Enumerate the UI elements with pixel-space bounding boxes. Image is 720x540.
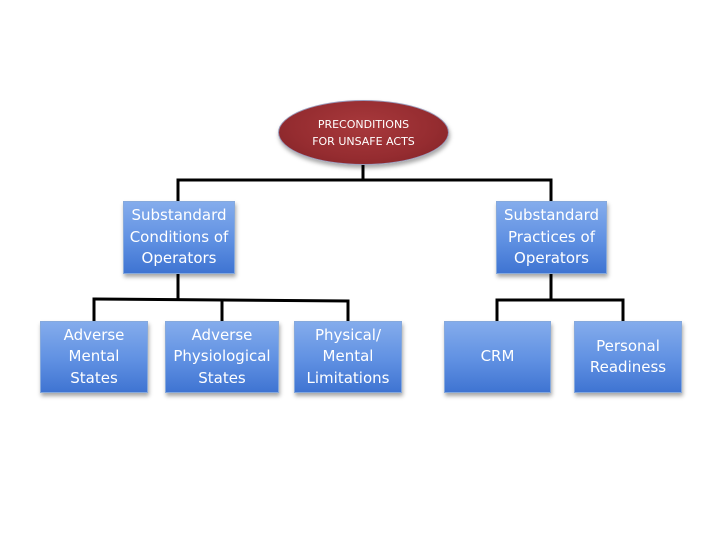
node-substandard-conditions: Substandard Conditions of Operators [123,201,235,274]
node-adverse-mental-states: Adverse Mental States [40,321,148,393]
node-personal-readiness: Personal Readiness [574,321,682,393]
root-node-label: PRECONDITIONS FOR UNSAFE ACTS [312,117,415,148]
node-label: Substandard Conditions of Operators [129,206,229,268]
node-label: Personal Readiness [589,336,667,377]
node-physical-mental-limitations: Physical/ Mental Limitations [294,321,402,393]
node-label: Physical/ Mental Limitations [306,325,390,387]
node-adverse-physiological-states: Adverse Physiological States [165,321,279,393]
node-label: Adverse Mental States [63,325,125,387]
node-label: Substandard Practices of Operators [503,206,600,268]
node-crm: CRM [444,321,551,393]
node-substandard-practices: Substandard Practices of Operators [496,201,607,274]
root-node-preconditions: PRECONDITIONS FOR UNSAFE ACTS [278,100,449,165]
node-label: Adverse Physiological States [173,325,271,387]
node-label: CRM [480,347,515,366]
